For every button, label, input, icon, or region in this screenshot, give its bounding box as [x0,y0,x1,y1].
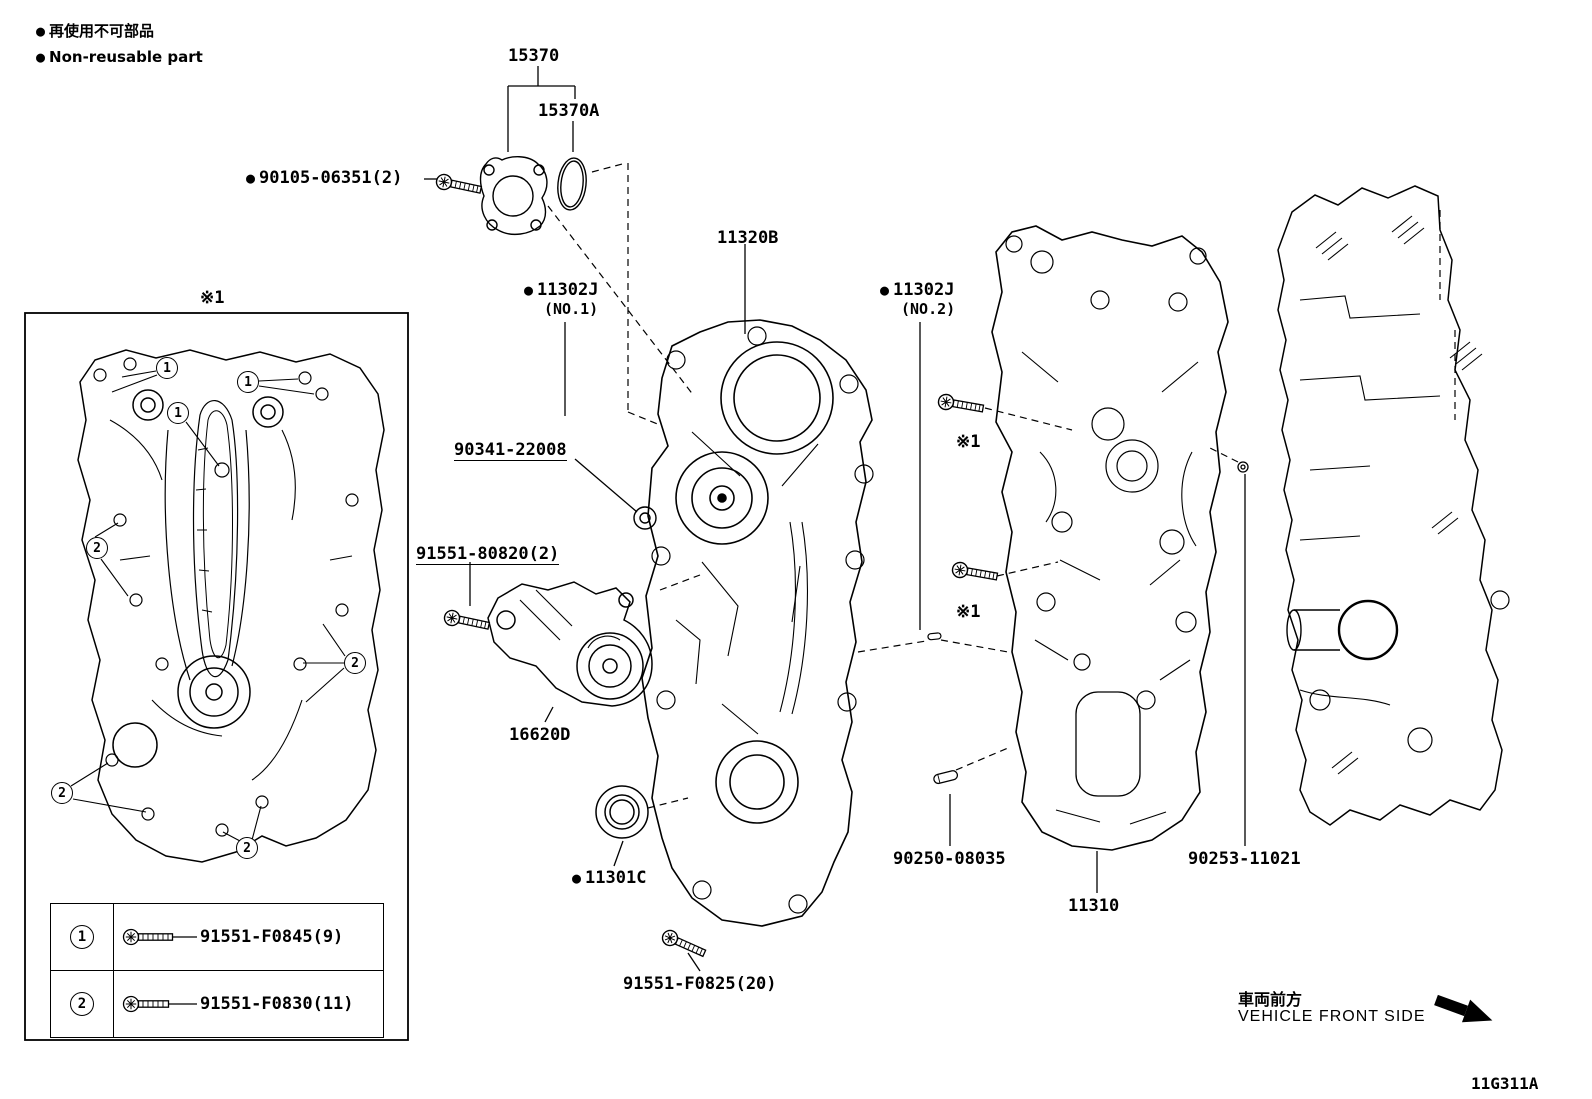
part-number: 11302J [537,280,599,300]
part-number: 90105-06351(2) [259,168,403,188]
fastener-row: 2 91551-F0830(11) [51,971,383,1037]
diagram-code: 11G311A [1471,1074,1539,1093]
bolt-icon [936,392,985,417]
part-label-90250-08035: 90250-08035 [893,849,1006,869]
part-number: 11302J [893,280,955,300]
part-label-11302j-no2: ● 11302J [880,280,954,300]
callout-2: 2 [86,537,108,559]
reference-box [24,312,409,1041]
gasket-icon [479,156,548,236]
legend-row-en: ● Non-reusable part [36,47,203,67]
vehicle-front-label-en: VEHICLE FRONT SIDE [1238,1008,1426,1025]
part-label-11302j-no2-note: (NO.2) [901,300,956,318]
part-label-11302j-no1: ● 11302J [524,280,598,300]
part-label-11302j-no1-note: (NO.1) [544,300,599,318]
fastener-row: 1 91551-F0845(9) [51,904,383,971]
pin-icon [927,632,942,641]
timing-cover-art [641,319,874,927]
non-reusable-bullet-icon: ● [572,869,582,887]
legend-text-en: Non-reusable part [49,48,203,66]
non-reusable-bullet-icon: ● [36,48,46,66]
part-label-11320b: 11320B [717,228,779,248]
vehicle-front-label-jp: 車両前方 [1238,990,1303,1009]
bolt-icon [950,560,999,585]
bolt-icon [122,928,197,946]
fastener-part-cell: 91551-F0830(11) [114,971,383,1037]
callout-2: 2 [70,992,94,1016]
fastener-part-number: 91551-F0830(11) [200,994,354,1014]
o-ring-icon [557,157,587,211]
bolt-icon [659,927,709,961]
bead-icon [1237,461,1249,473]
fastener-table: 1 91551-F0845(9) 2 [50,903,384,1038]
non-reusable-bullet-icon: ● [880,281,890,299]
legend-row-jp: ● 再使用不可部品 [36,20,203,41]
leader-lines [424,66,1246,972]
ref-mark-bolt-2: ※1 [956,602,981,622]
ref-mark-bolt-1: ※1 [956,432,981,452]
tensioner-art [487,581,653,707]
legend: ● 再使用不可部品 ● Non-reusable part [36,20,203,73]
non-reusable-bullet-icon: ● [246,169,256,187]
part-label-90105-06351: ● 90105-06351(2) [246,168,402,188]
non-reusable-bullet-icon: ● [36,21,46,40]
part-label-90253-11021: 90253-11021 [1188,849,1301,869]
part-label-15370a: 15370A [538,101,600,121]
legend-text-jp: 再使用不可部品 [49,22,155,40]
part-label-11310: 11310 [1068,896,1120,916]
part-number: 11301C [585,868,647,888]
engine-block-art [1277,185,1510,826]
callout-2: 2 [236,837,258,859]
part-label-15370: 15370 [508,46,560,66]
bolt-icon [434,172,483,198]
part-label-11301c: ● 11301C [572,868,646,888]
callout-2: 2 [51,782,73,804]
non-reusable-bullet-icon: ● [524,281,534,299]
callout-1: 1 [70,925,94,949]
oil-seal-icon [595,785,649,839]
bolt-icon [122,995,197,1013]
dashed-lines [547,162,1456,809]
callout-2: 2 [344,652,366,674]
chain-cover-rear-view [70,349,385,863]
ref-mark-box: ※1 [200,288,225,308]
chain-case-art [991,225,1229,851]
fastener-part-number: 91551-F0845(9) [200,927,344,947]
part-label-91551-f0825: 91551-F0825(20) [623,974,777,994]
vehicle-front-arrow-icon [1434,994,1493,1023]
part-label-90341-22008: 90341-22008 [454,440,567,461]
plug-icon [633,506,657,530]
part-label-91551-80820: 91551-80820(2) [416,544,560,565]
fastener-callout-cell: 2 [51,971,114,1037]
fastener-callout-cell: 1 [51,904,114,970]
callout-1: 1 [237,371,259,393]
callout-1: 1 [156,357,178,379]
dowel-pin-icon [932,769,960,786]
part-label-16620d: 16620D [509,725,571,745]
fastener-part-cell: 91551-F0845(9) [114,904,383,970]
callout-1: 1 [167,402,189,424]
bolt-icon [442,608,491,634]
